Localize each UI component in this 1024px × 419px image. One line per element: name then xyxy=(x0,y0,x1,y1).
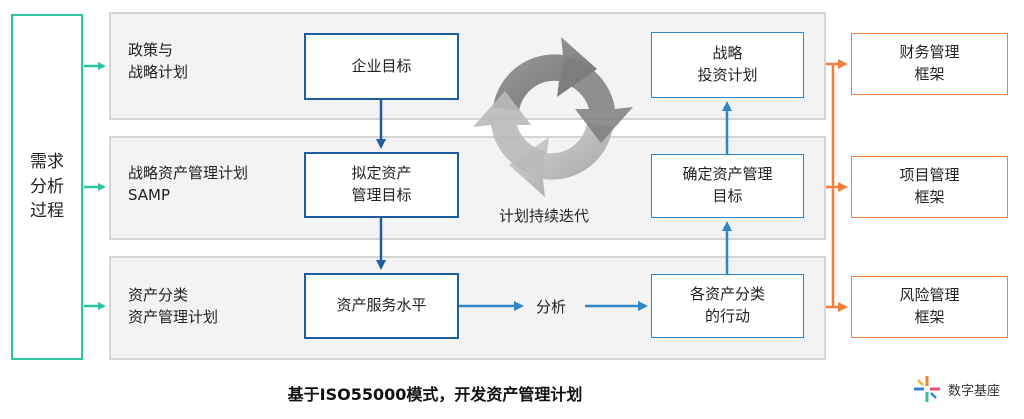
band-asset-class-label: 资产分类 资产管理计划 xyxy=(128,286,219,326)
cycle-graphic xyxy=(473,37,633,197)
enterprise-goal-label: 企业目标 xyxy=(351,56,412,75)
confirm-asset-goal-label: 确定资产管理 目标 xyxy=(682,165,773,205)
analysis-label: 分析 xyxy=(536,298,567,316)
asset-class-actions-label: 各资产分类 的行动 xyxy=(689,285,765,325)
strategy-investment-box: 战略 投资计划 xyxy=(651,32,804,98)
asset-service-level-label: 资产服务水平 xyxy=(336,296,427,315)
brand-logo-icon xyxy=(914,376,940,402)
project-framework-box: 项目管理 框架 xyxy=(851,156,1008,218)
risk-framework-box: 风险管理 框架 xyxy=(851,276,1008,338)
cycle-label: 计划持续迭代 xyxy=(499,207,590,225)
strategy-investment-label: 战略 投资计划 xyxy=(697,44,758,84)
caption: 基于ISO55000模式，开发资产管理计划 xyxy=(287,385,583,404)
finance-framework-box: 财务管理 框架 xyxy=(851,33,1008,95)
band-policy-label: 政策与 战略计划 xyxy=(128,41,189,81)
enterprise-goal-box: 企业目标 xyxy=(304,33,459,100)
brand: 数字基座 xyxy=(912,371,1020,407)
set-asset-goal-label: 拟定资产 管理目标 xyxy=(351,164,412,204)
confirm-asset-goal-box: 确定资产管理 目标 xyxy=(651,154,804,218)
requirements-analysis-label: 需求 分析 过程 xyxy=(30,152,64,222)
finance-framework-label: 财务管理 框架 xyxy=(899,43,960,83)
risk-framework-label: 风险管理 框架 xyxy=(899,286,960,326)
brand-name: 数字基座 xyxy=(948,383,1001,399)
project-framework-label: 项目管理 框架 xyxy=(899,166,960,206)
band-samp-label: 战略资产管理计划 SAMP xyxy=(128,164,249,204)
requirements-analysis-box: 需求 分析 过程 xyxy=(11,14,83,360)
asset-service-level-box: 资产服务水平 xyxy=(304,273,459,339)
set-asset-goal-box: 拟定资产 管理目标 xyxy=(304,152,459,218)
asset-class-actions-box: 各资产分类 的行动 xyxy=(651,274,804,338)
